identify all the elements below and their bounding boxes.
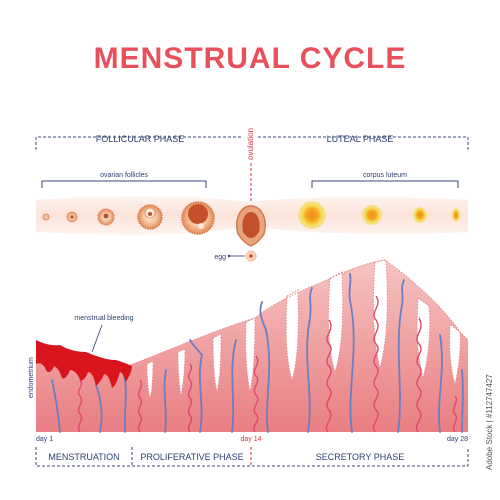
blood-vessels [51, 273, 464, 433]
corpus-luteum-1 [298, 201, 326, 229]
day-28-label: day 28 [447, 436, 468, 443]
secretory-phase-label: SECRETORY PHASE [316, 452, 405, 462]
ovarian-follicles-label: ovarian follicles [100, 172, 148, 179]
follicles-row: egg [42, 201, 460, 262]
bottom-phase-bar: MENSTRUATION PROLIFERATIVE PHASE SECRETO… [35, 447, 469, 467]
day-14-label: day 14 [240, 436, 261, 443]
menstrual-bleeding [36, 340, 132, 388]
follicular-phase-label: FOLLICULAR PHASE [96, 134, 185, 144]
corpus-luteum-3 [413, 207, 427, 223]
corpus-luteum-bracket [311, 180, 459, 188]
ovary-labels: ovarian follicles corpus luteum [41, 172, 459, 188]
menstruation-label: MENSTRUATION [48, 452, 119, 462]
follicle-1 [42, 213, 50, 221]
page-title: MENSTRUAL CYCLE [94, 42, 407, 75]
endometrial-crypts [146, 259, 461, 400]
day-axis: day 1 day 14 day 28 [36, 436, 468, 443]
spiral-glands [77, 295, 458, 433]
ovarian-follicles-bracket [41, 180, 207, 188]
corpus-luteum-2 [362, 205, 382, 225]
egg-label: egg [214, 254, 226, 261]
follicular-bracket [35, 136, 243, 150]
endometrium: menstrual bleeding endometrium [28, 259, 469, 433]
proliferative-phase-label: PROLIFERATIVE PHASE [140, 452, 243, 462]
ovulation-label: ovulation [246, 128, 255, 160]
day-1-label: day 1 [36, 436, 53, 443]
watermark-id: Adobe Stock | #112747427 [485, 374, 494, 470]
luteal-phase-label: LUTEAL PHASE [327, 134, 394, 144]
corpus-luteum-label: corpus luteum [363, 172, 407, 179]
menstrual-bleeding-label: menstrual bleeding [74, 315, 133, 322]
luteal-bracket [258, 136, 469, 150]
endometrium-label: endometrium [28, 357, 35, 398]
bleeding-pointer [91, 324, 103, 353]
corpus-luteum-4 [452, 208, 460, 222]
